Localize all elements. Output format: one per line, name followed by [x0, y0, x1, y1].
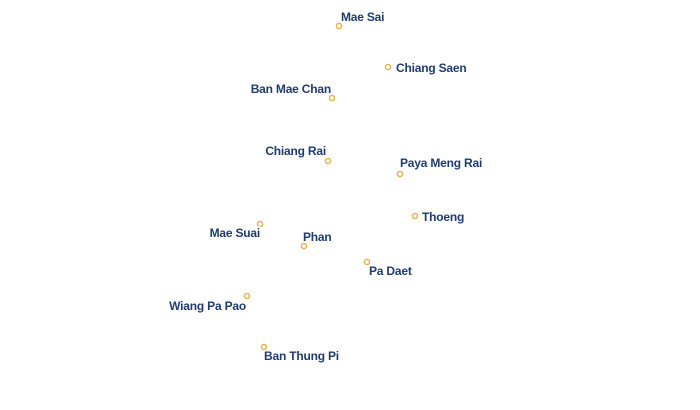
- place-marker-thoeng[interactable]: Thoeng: [411, 208, 466, 226]
- place-label: Chiang Rai: [265, 144, 326, 158]
- place-marker-chiang-rai[interactable]: Chiang Rai: [264, 142, 332, 165]
- place-dot: [256, 220, 264, 228]
- place-label: Mae Sai: [341, 10, 384, 24]
- place-dot: [363, 258, 371, 266]
- place-label: Ban Thung Pi: [264, 349, 339, 363]
- place-marker-pa-daet[interactable]: Pa Daet: [363, 258, 414, 280]
- place-marker-paya-meng-rai[interactable]: Paya Meng Rai: [396, 154, 484, 178]
- place-dot: [328, 94, 336, 102]
- place-marker-ban-thung-pi[interactable]: Ban Thung Pi: [260, 343, 341, 365]
- place-dot: [335, 22, 343, 30]
- place-marker-mae-sai[interactable]: Mae Sai: [335, 8, 386, 30]
- place-label: Phan: [303, 230, 332, 244]
- place-label: Ban Mae Chan: [251, 82, 331, 96]
- place-dot: [300, 242, 308, 250]
- place-dot: [384, 63, 392, 71]
- place-label: Wiang Pa Pao: [169, 299, 246, 313]
- place-marker-chiang-saen[interactable]: Chiang Saen: [384, 59, 468, 77]
- place-marker-ban-mae-chan[interactable]: Ban Mae Chan: [249, 80, 336, 102]
- place-marker-mae-suai[interactable]: Mae Suai: [208, 220, 264, 242]
- place-label: Thoeng: [422, 210, 464, 224]
- place-dot: [396, 170, 404, 178]
- place-marker-wiang-pa-pao[interactable]: Wiang Pa Pao: [168, 292, 251, 315]
- place-dot: [260, 343, 268, 351]
- place-dot: [411, 212, 419, 220]
- place-marker-phan[interactable]: Phan: [300, 228, 333, 250]
- place-label: Mae Suai: [210, 226, 260, 240]
- place-label: Paya Meng Rai: [400, 156, 482, 170]
- place-dot: [243, 292, 251, 300]
- place-dot: [324, 157, 332, 165]
- place-label: Pa Daet: [369, 264, 412, 278]
- place-label: Chiang Saen: [396, 61, 466, 75]
